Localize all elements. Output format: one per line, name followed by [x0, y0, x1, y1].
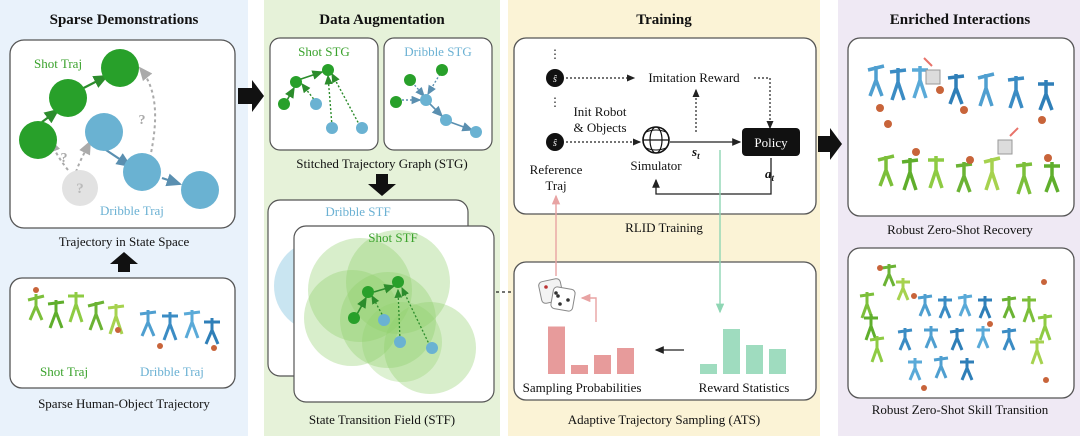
shot-stf-graph [348, 276, 438, 354]
rlid-caption: RLID Training [625, 220, 703, 235]
shot-traj-label: Shot Traj [34, 56, 82, 71]
shot-stf-box [293, 225, 495, 403]
state-space-caption: Trajectory in State Space [59, 234, 190, 249]
shot-figures-icon [27, 287, 125, 335]
sampling-to-dice-arrow [580, 293, 597, 322]
dribble-node-1 [85, 113, 123, 151]
sparse-trajectory-caption: Sparse Human-Object Trajectory [38, 396, 210, 411]
section-title-sparse-demonstrations: Sparse Demonstrations [50, 12, 199, 28]
skill-transition-figures-icon [859, 264, 1053, 391]
dribble-traj-small-label: Dribble Traj [140, 364, 204, 379]
flow-arrow-demos-to-augmentation [238, 80, 264, 112]
sampling-bar-1 [548, 326, 565, 374]
shot-traj-small-label: Shot Traj [40, 364, 88, 379]
section-title-training: Training [636, 12, 692, 28]
recovery-box [847, 37, 1075, 217]
action-feedback-arrow [652, 158, 772, 195]
sampling-bar-4 [617, 348, 634, 374]
recovery-green-figures-icon [877, 120, 1060, 195]
init-robot-line1: Init Robot [573, 104, 626, 119]
dribble-node-3 [181, 171, 219, 209]
sampling-probabilities-label: Sampling Probabilities [523, 380, 642, 395]
up-arrow-icon [110, 252, 138, 272]
dribble-node-2 [123, 153, 161, 191]
reward-to-policy-arrow [754, 77, 774, 130]
unknown-node-mark: ? [76, 181, 84, 197]
policy-block [742, 128, 800, 156]
reward-bar-1 [700, 364, 717, 374]
dribble-stg-label: Dribble STG [404, 44, 472, 59]
policy-label: Policy [754, 135, 788, 150]
shot-stf-label: Shot STF [368, 230, 418, 245]
dribble-stf-label: Dribble STF [325, 204, 390, 219]
gray-dotted-edge-up [138, 66, 157, 159]
reference-traj-line2: Traj [545, 178, 566, 193]
rlid-box [513, 37, 817, 215]
question-mark-1: ? [139, 113, 146, 128]
reward-bar-4 [769, 349, 786, 374]
reward-statistics-label: Reward Statistics [699, 380, 790, 395]
section-title-data-augmentation: Data Augmentation [319, 12, 445, 28]
reward-statistics-histogram [700, 329, 786, 374]
ats-caption: Adaptive Trajectory Sampling (ATS) [568, 412, 760, 427]
skill-transition-caption: Robust Zero-Shot Skill Transition [872, 402, 1049, 417]
skill-transition-box [847, 247, 1075, 399]
reward-bar-3 [746, 345, 763, 374]
action-label: at [765, 166, 775, 183]
globe-icon [642, 126, 670, 154]
shot-node-2 [49, 79, 87, 117]
reward-bar-2 [723, 329, 740, 374]
init-robot-line2: & Objects [573, 120, 626, 135]
stf-caption: State Transition Field (STF) [309, 412, 455, 427]
dribble-figures-icon [139, 310, 220, 351]
flow-arrow-training-to-interactions [818, 128, 842, 160]
ref-state-symbol-2: ŝ [553, 138, 557, 149]
recovery-caption: Robust Zero-Shot Recovery [887, 222, 1033, 237]
dribble-edge-2 [161, 173, 183, 187]
sampling-bar-2 [571, 365, 588, 374]
question-mark-2: ? [61, 151, 68, 166]
ellipsis-mid: ⋮ [549, 95, 561, 109]
section-title-enriched-interactions: Enriched Interactions [890, 12, 1031, 28]
recovery-blue-figures-icon [867, 57, 1054, 124]
dribble-traj-label: Dribble Traj [100, 203, 164, 218]
ref-state-icon-1 [546, 69, 564, 87]
ref-state-icon-2 [546, 133, 564, 151]
simulator-label: Simulator [630, 158, 682, 173]
stg-caption: Stitched Trajectory Graph (STG) [296, 156, 468, 171]
gray-dotted-edge-right [75, 140, 91, 173]
sampling-probabilities-histogram [548, 326, 634, 374]
ref-state-symbol-1: ŝ [553, 74, 557, 85]
reference-traj-line1: Reference [530, 162, 583, 177]
unknown-node [62, 170, 98, 206]
shot-stg-box [269, 37, 379, 151]
state-label: st [691, 144, 700, 161]
dice-icon [538, 278, 576, 312]
dribble-stg-graph [390, 64, 482, 138]
down-arrow-icon [368, 174, 396, 196]
shot-node-1 [101, 49, 139, 87]
ellipsis-top: ⋮ [549, 47, 561, 61]
dribble-stg-box [383, 37, 493, 151]
imitation-reward-label: Imitation Reward [648, 70, 740, 85]
shot-stg-graph [278, 64, 368, 134]
sampling-bar-3 [594, 355, 611, 374]
shot-node-3 [19, 121, 57, 159]
shot-stg-label: Shot STG [298, 44, 350, 59]
